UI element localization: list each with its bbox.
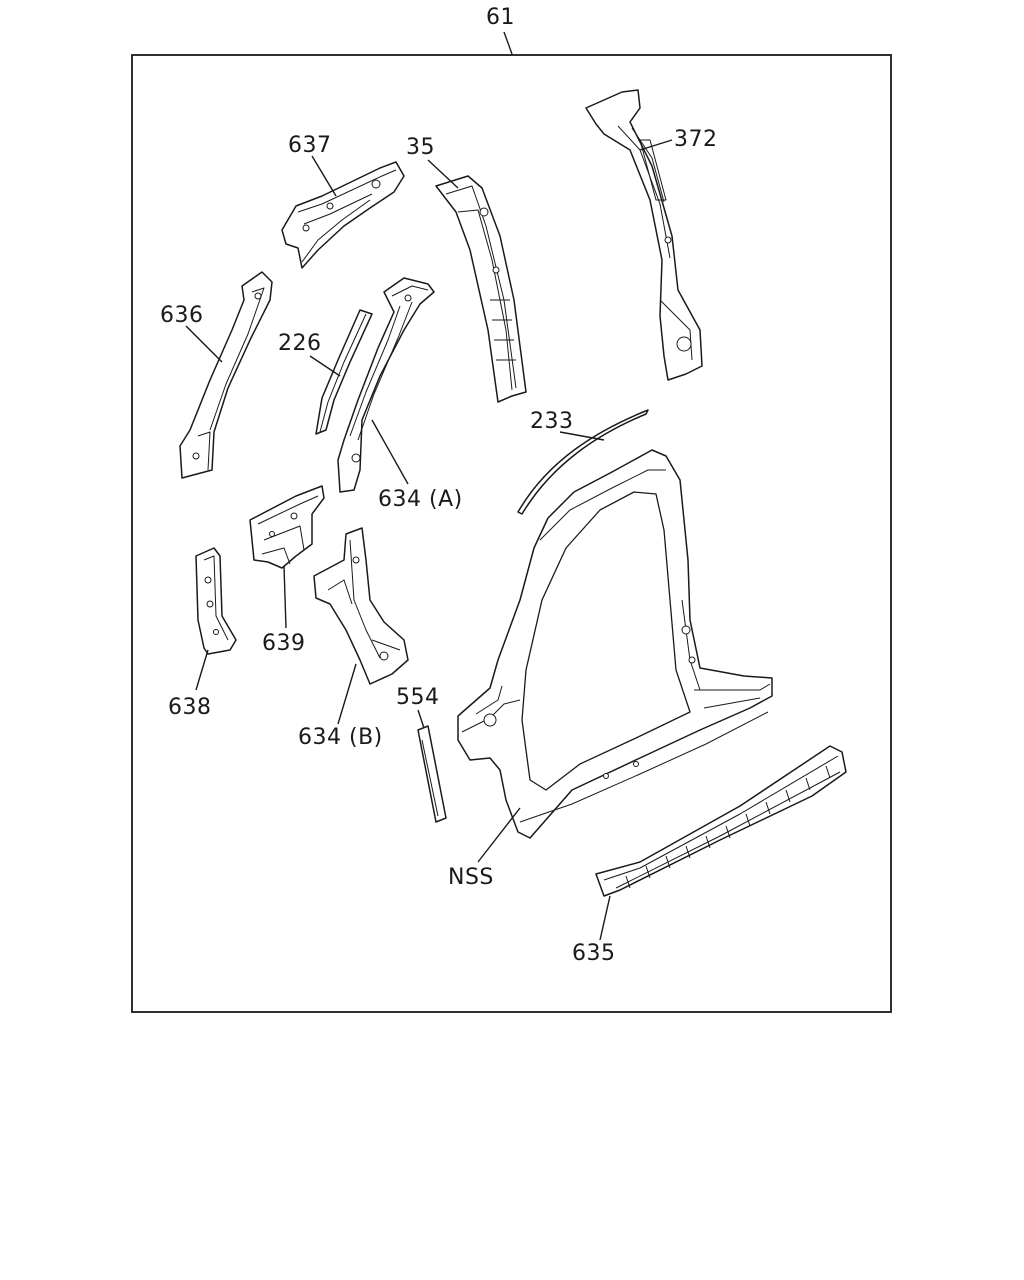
callout-636: 636 <box>160 303 204 328</box>
part-637-roof-side-rail <box>281 161 405 269</box>
callout-634b: 634 (B) <box>298 725 383 750</box>
part-554-seal <box>417 725 447 823</box>
part-635-rocker-sill <box>595 745 847 897</box>
callout-372: 372 <box>674 127 718 152</box>
part-233-drip-molding <box>517 409 649 515</box>
part-372-pillar-reinforcement <box>585 89 703 381</box>
callout-554: 554 <box>396 685 440 710</box>
assembly-frame <box>131 54 892 1013</box>
callout-233: 233 <box>530 409 574 434</box>
part-634b-pillar-inner <box>313 527 409 685</box>
callout-61: 61 <box>486 5 515 30</box>
part-634a-pillar-inner <box>337 277 435 493</box>
callout-637: 637 <box>288 133 332 158</box>
part-226-weatherstrip <box>315 309 373 435</box>
callout-nss: NSS <box>448 865 494 890</box>
part-nss-side-panel <box>457 449 773 839</box>
callout-634a: 634 (A) <box>378 487 463 512</box>
leader-lines <box>185 31 673 941</box>
callout-226: 226 <box>278 331 322 356</box>
callout-35: 35 <box>406 135 435 160</box>
callout-labels: 61 637 35 372 636 226 634 (A) 233 639 63… <box>160 5 718 966</box>
callout-635: 635 <box>572 941 616 966</box>
part-638-reinforcement <box>195 547 237 655</box>
part-639-bracket <box>249 485 325 569</box>
part-35-center-pillar <box>435 175 527 403</box>
callout-638: 638 <box>168 695 212 720</box>
part-636-front-pillar <box>179 271 273 479</box>
callout-639: 639 <box>262 631 306 656</box>
